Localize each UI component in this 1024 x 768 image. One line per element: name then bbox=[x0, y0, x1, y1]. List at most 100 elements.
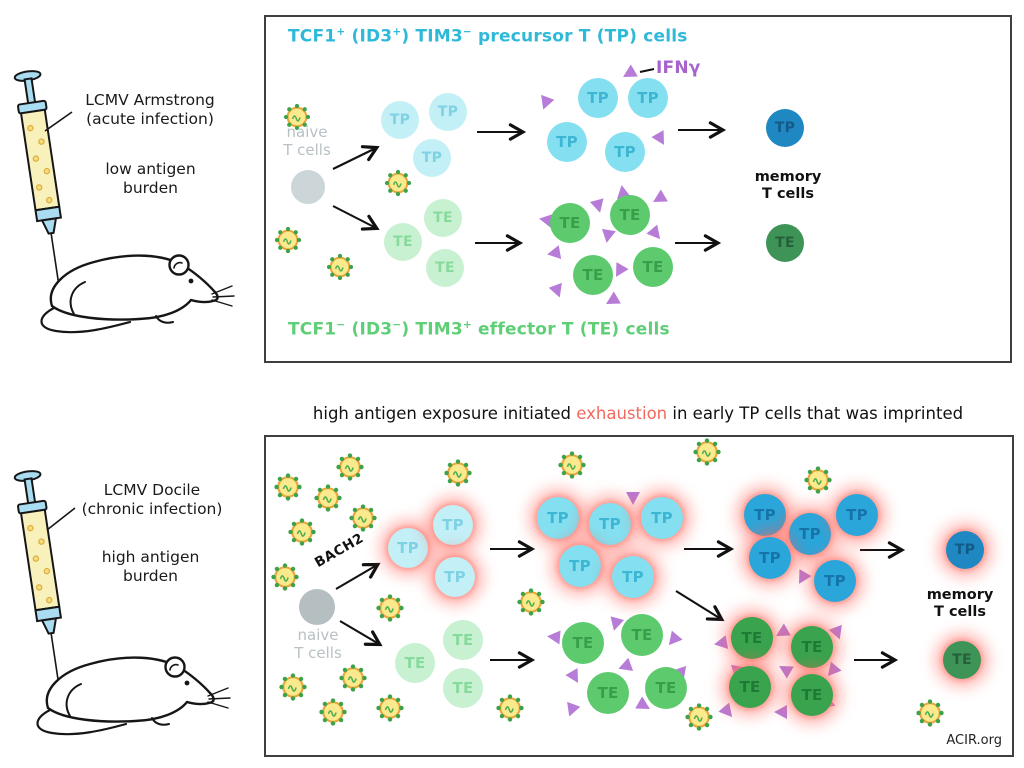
chronic-label-line1: LCMV Docile bbox=[103, 481, 201, 499]
memory-te-cell: TE bbox=[766, 224, 804, 262]
burden-line1: low antigen bbox=[105, 160, 196, 178]
tp-cell-exhausted: TP bbox=[559, 545, 601, 587]
memory-t-cells-label: memory T cells bbox=[920, 587, 1000, 621]
ifng-triangle-icon bbox=[772, 623, 791, 643]
virus-icon bbox=[495, 693, 525, 723]
virus-icon bbox=[375, 593, 405, 623]
high-antigen-burden-label: high antigen burden bbox=[78, 548, 223, 587]
virus-icon bbox=[803, 465, 833, 495]
memory-tp-cell-exhausted: TP bbox=[946, 531, 984, 569]
mouse-illustration bbox=[36, 656, 232, 736]
ifng-triangle-icon bbox=[565, 668, 585, 687]
te-cell-exhausted: TE bbox=[791, 674, 833, 716]
memory-line2: T cells bbox=[762, 186, 814, 203]
virus-icon bbox=[325, 252, 355, 282]
ifng-triangle-icon bbox=[775, 659, 794, 679]
te-cell: TE bbox=[443, 620, 483, 660]
virus-icon bbox=[692, 437, 722, 467]
virus-icon bbox=[516, 587, 546, 617]
memory-t-cells-label: memory T cells bbox=[748, 169, 828, 203]
tp-cell-exhausted: TP bbox=[589, 503, 631, 545]
acute-label-line1: LCMV Armstrong bbox=[85, 91, 215, 109]
ifng-pointer-line bbox=[639, 68, 655, 73]
tp-cell: TP bbox=[429, 93, 467, 131]
ifng-triangle-icon bbox=[649, 189, 668, 209]
ifng-triangle-icon bbox=[626, 492, 640, 505]
mouse-illustration bbox=[40, 254, 236, 334]
virus-icon bbox=[273, 225, 303, 255]
tp-cell: TP bbox=[628, 78, 668, 118]
tp-cell-exhausted: TP bbox=[814, 560, 856, 602]
flow-arrows-top bbox=[332, 121, 727, 252]
title-sup: + bbox=[392, 26, 402, 38]
syringe-icon bbox=[12, 68, 74, 285]
title-seg: TCF1 bbox=[288, 319, 337, 340]
title-seg: TCF1 bbox=[288, 26, 337, 47]
tp-cell-exhausted: TP bbox=[433, 505, 473, 545]
effector-title: TCF1− (ID3−) TIM3+ effector T (TE) cells bbox=[288, 319, 670, 340]
te-cell: TE bbox=[573, 255, 613, 295]
title-seg: (ID3 bbox=[345, 26, 393, 47]
naive-t-cell bbox=[299, 589, 335, 625]
ifng-triangle-icon bbox=[546, 629, 561, 645]
syringe-icon bbox=[12, 468, 74, 685]
ifng-triangle-icon bbox=[536, 94, 555, 112]
memory-line1: memory bbox=[926, 587, 994, 603]
title-sup: + bbox=[336, 26, 346, 38]
chronic-panel-border bbox=[264, 435, 1014, 757]
tp-cell-exhausted: TP bbox=[435, 557, 475, 597]
virus-icon bbox=[273, 472, 303, 502]
virus-icon bbox=[915, 698, 945, 728]
virus-icon bbox=[375, 693, 405, 723]
ifng-triangle-icon bbox=[651, 130, 671, 149]
chronic-label-line2: (chronic infection) bbox=[81, 500, 223, 519]
title-seg: effector T (TE) cells bbox=[471, 319, 670, 340]
te-cell: TE bbox=[384, 223, 422, 261]
title-sup: + bbox=[462, 319, 472, 331]
ifng-label: IFNγ bbox=[656, 58, 701, 78]
naive-line1: naive bbox=[297, 626, 339, 644]
naive-line1: naive bbox=[286, 123, 328, 141]
title-seg: precursor T (TP) cells bbox=[471, 26, 688, 47]
virus-icon bbox=[383, 168, 413, 198]
naive-line2: T cells bbox=[294, 644, 342, 662]
tp-cell-exhausted: TP bbox=[744, 494, 786, 536]
te-cell-exhausted: TE bbox=[729, 666, 771, 708]
memory-line1: memory bbox=[754, 169, 822, 185]
ifng-triangle-icon bbox=[774, 705, 787, 719]
te-cell: TE bbox=[645, 667, 687, 709]
tp-cell-exhausted: TP bbox=[537, 497, 579, 539]
virus-icon bbox=[684, 702, 714, 732]
exhaustion-caption: high antigen exposure initiated exhausti… bbox=[264, 404, 1012, 423]
te-cell: TE bbox=[621, 614, 663, 656]
tp-cell-exhausted: TP bbox=[749, 537, 791, 579]
label-pointer-lines bbox=[44, 111, 76, 531]
ifng-triangle-icon bbox=[562, 701, 581, 719]
acute-label-line2: (acute infection) bbox=[86, 110, 214, 129]
te-cell: TE bbox=[610, 195, 650, 235]
tp-cell: TP bbox=[413, 139, 451, 177]
naive-line2: T cells bbox=[283, 141, 331, 159]
te-cell-exhausted: TE bbox=[791, 626, 833, 668]
caption-pre: high antigen exposure initiated bbox=[312, 404, 577, 423]
tp-cell: TP bbox=[578, 78, 618, 118]
te-cell: TE bbox=[587, 672, 629, 714]
tp-cell-exhausted: TP bbox=[388, 528, 428, 568]
title-seg: ) TIM3 bbox=[401, 319, 463, 340]
virus-icon bbox=[557, 450, 587, 480]
tp-cell: TP bbox=[381, 101, 419, 139]
title-seg: (ID3 bbox=[345, 319, 393, 340]
ifng-triangle-icon bbox=[712, 635, 729, 652]
te-cell: TE bbox=[550, 203, 590, 243]
title-sup: − bbox=[392, 319, 402, 331]
tp-cell: TP bbox=[547, 122, 587, 162]
acir-credit: ACIR.org bbox=[946, 733, 1002, 748]
precursor-title: TCF1+ (ID3+) TIM3− precursor T (TP) cell… bbox=[288, 26, 688, 47]
naive-t-cell bbox=[291, 170, 325, 204]
ifng-triangle-icon bbox=[619, 64, 638, 84]
virus-icon bbox=[318, 697, 348, 727]
naive-t-cells-label: naive T cells bbox=[280, 626, 356, 662]
memory-tp-cell: TP bbox=[766, 109, 804, 147]
ifng-triangle-icon bbox=[646, 224, 666, 244]
